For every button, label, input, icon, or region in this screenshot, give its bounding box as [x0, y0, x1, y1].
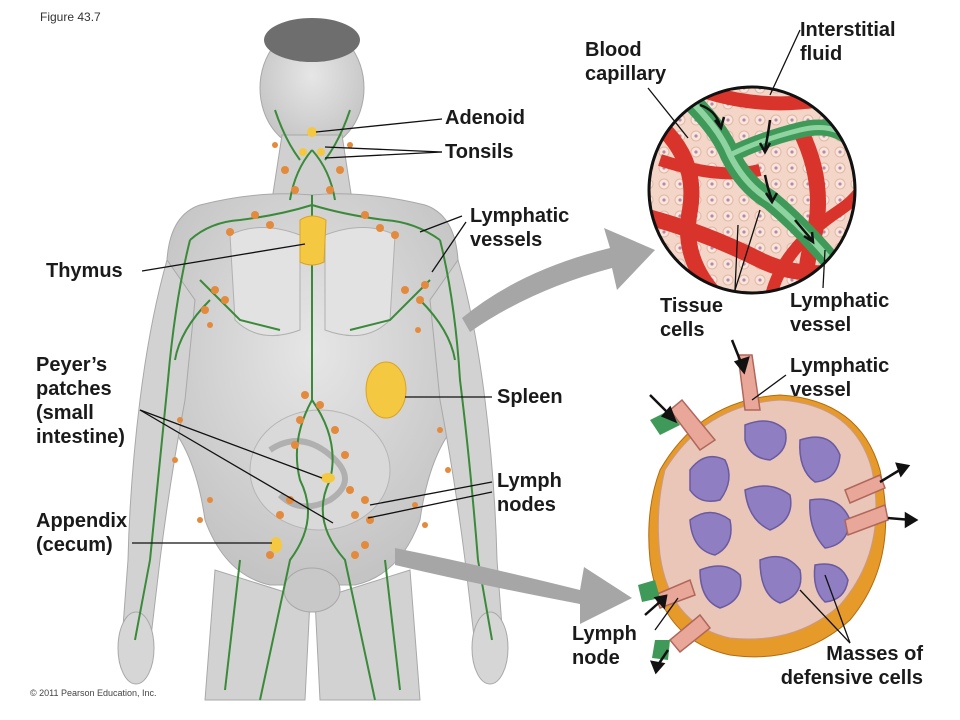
- label-lymphatic-vessels: Lymphatic vessels: [470, 205, 570, 251]
- node-vessels: [654, 354, 889, 654]
- leader-lines: [132, 29, 851, 644]
- label-spleen: Spleen: [497, 386, 563, 408]
- label-interstitial-fluid: Interstitial fluid: [800, 19, 896, 65]
- zoom-arrows: [395, 228, 655, 624]
- node-flow-arrows: [644, 339, 919, 675]
- label-adenoid: Adenoid: [445, 107, 525, 129]
- label-tissue-cells: Tissue cells: [660, 295, 723, 341]
- spleen-organ: [365, 361, 407, 419]
- copyright-notice: © 2011 Pearson Education, Inc.: [30, 688, 157, 698]
- flow-arrows: [699, 103, 815, 245]
- arrow-to-node: [395, 548, 632, 624]
- label-lymph-nodes: Lymph nodes: [497, 470, 562, 516]
- lymph-node-inset: [638, 339, 919, 675]
- thymus-organ: [299, 215, 327, 266]
- tonsil-right: [317, 148, 325, 156]
- arrow-to-capillary: [462, 228, 655, 332]
- tonsil-left: [299, 148, 307, 156]
- appendix-organ: [270, 537, 282, 553]
- human-body: [117, 18, 509, 701]
- figure-number: Figure 43.7: [40, 10, 101, 24]
- organs: [270, 127, 407, 553]
- label-peyers-patches: Peyer’s patches (small intestine): [36, 354, 125, 448]
- label-lymphatic-vessel-node: Lymphatic vessel: [790, 355, 890, 401]
- label-lymph-node: Lymph node: [572, 623, 637, 669]
- label-masses-defensive-cells: Masses of defensive cells: [780, 643, 923, 689]
- label-blood-capillary: Blood capillary: [585, 39, 667, 85]
- peyers-patch: [321, 473, 335, 483]
- label-thymus: Thymus: [46, 260, 123, 282]
- label-lymphatic-vessel-capillary: Lymphatic vessel: [790, 290, 890, 336]
- label-tonsils: Tonsils: [445, 141, 514, 163]
- label-appendix: Appendix (cecum): [36, 510, 128, 556]
- adenoid-organ: [307, 127, 317, 137]
- lymph-node-dots: [172, 142, 451, 559]
